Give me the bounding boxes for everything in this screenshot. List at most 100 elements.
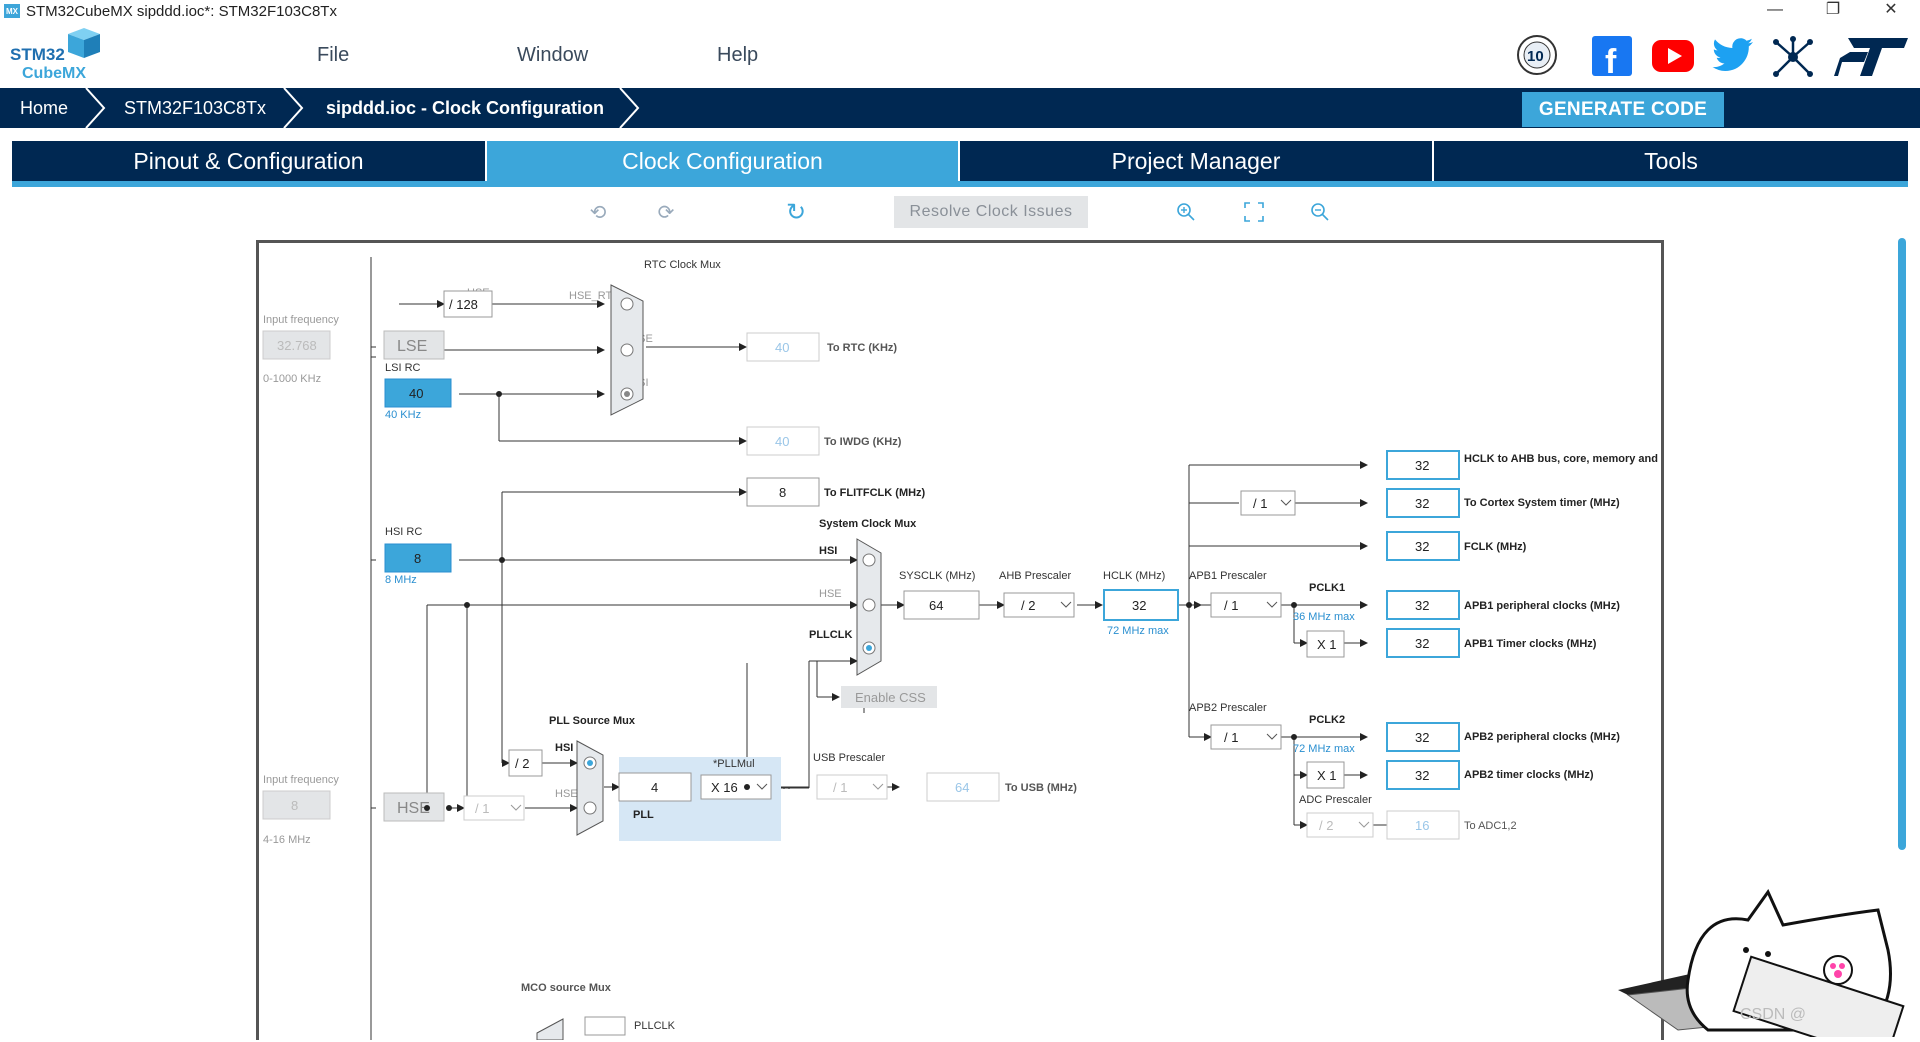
pll-hse-sig: HSE xyxy=(555,788,578,800)
rtc-radio-hse[interactable] xyxy=(620,297,634,311)
menu-help[interactable]: Help xyxy=(717,44,759,66)
lse-range: 0-1000 KHz xyxy=(263,373,321,385)
st-logo-icon[interactable] xyxy=(1834,38,1908,76)
redo-icon[interactable]: ⟳ xyxy=(657,201,675,224)
window-titlebar: MX STM32CubeMX sipddd.ioc*: STM32F103C8T… xyxy=(0,0,1920,22)
sys-pllclk-sig: PLLCLK xyxy=(809,629,852,641)
apb2-timer-mult: X 1 xyxy=(1317,768,1337,783)
usb-prescaler-label: USB Prescaler xyxy=(813,752,885,764)
tab-tools[interactable]: Tools xyxy=(1434,141,1908,181)
usb-to-label: To USB (MHz) xyxy=(1005,782,1077,794)
generate-code-button[interactable]: GENERATE CODE xyxy=(1522,92,1724,127)
apb2-prescaler-value: / 1 xyxy=(1224,730,1238,745)
breadcrumb-current[interactable]: sipddd.ioc - Clock Configuration xyxy=(326,98,604,118)
ahb-prescaler-select[interactable] xyxy=(1003,592,1075,618)
lse-input-freq[interactable]: 32.768 xyxy=(277,338,317,353)
vertical-scrollbar[interactable] xyxy=(1898,238,1906,850)
out-ahb-value: 32 xyxy=(1415,458,1429,473)
mco-pllclk-sig: PLLCLK xyxy=(634,1020,676,1032)
ahb-prescaler-label: AHB Prescaler xyxy=(999,570,1071,582)
zoom-in-icon[interactable] xyxy=(1174,200,1198,224)
breadcrumb-home[interactable]: Home xyxy=(20,98,69,118)
chevron-right-icon xyxy=(85,88,106,128)
sys-radio-hse[interactable] xyxy=(862,598,876,612)
hclk-max: 72 MHz max xyxy=(1107,625,1169,637)
iwdg-value: 40 xyxy=(775,434,789,449)
cortex-prescaler-select[interactable] xyxy=(1240,490,1296,516)
out-apb1-value: 32 xyxy=(1415,598,1429,613)
zoom-out-icon[interactable] xyxy=(1308,200,1332,224)
tab-pinout[interactable]: Pinout & Configuration xyxy=(12,141,485,181)
pll-radio-hse[interactable] xyxy=(583,801,597,815)
iwdg-to-label: To IWDG (KHz) xyxy=(824,436,902,448)
twitter-icon[interactable] xyxy=(1712,38,1754,74)
main-tabs: Pinout & Configuration Clock Configurati… xyxy=(12,141,1908,187)
minimize-button[interactable]: — xyxy=(1767,1,1783,18)
mco-mux-label: MCO source Mux xyxy=(521,982,612,994)
apb1-prescaler-value: / 1 xyxy=(1224,598,1238,613)
window-title: STM32CubeMX sipddd.ioc*: STM32F103C8Tx xyxy=(26,2,337,20)
hse-range: 4-16 MHz xyxy=(263,834,311,846)
pll-input-value: 4 xyxy=(651,780,658,795)
pclk1-label: PCLK1 xyxy=(1309,582,1345,594)
out-fclk-label: FCLK (MHz) xyxy=(1464,541,1527,553)
maximize-button[interactable]: ❐ xyxy=(1825,1,1841,18)
watermark: CSDN @ xyxy=(1740,1006,1807,1023)
flitf-value: 8 xyxy=(779,485,786,500)
pll-hsi-div2: / 2 xyxy=(515,756,529,771)
hclk-label: HCLK (MHz) xyxy=(1103,570,1165,582)
out-cortex-value: 32 xyxy=(1415,496,1429,511)
pll-hsi-sig: HSI xyxy=(555,742,573,754)
fit-screen-icon[interactable] xyxy=(1242,200,1266,224)
apb1-timer-mult: X 1 xyxy=(1317,637,1337,652)
adc-prescaler-select[interactable] xyxy=(1306,812,1374,838)
resolve-clock-issues-button[interactable]: Resolve Clock Issues xyxy=(894,196,1088,228)
ahb-prescaler-value: / 2 xyxy=(1021,598,1035,613)
sys-radio-hsi[interactable] xyxy=(862,553,876,567)
out-cortex-label: To Cortex System timer (MHz) xyxy=(1464,497,1620,509)
rtc-radio-lse[interactable] xyxy=(620,343,634,357)
hclk-input[interactable] xyxy=(1103,589,1179,621)
output-ahb: 32 HCLK to AHB bus, core, memory and DMA… xyxy=(1386,450,1661,480)
hsi-rc-label: HSI RC xyxy=(385,526,422,538)
network-icon[interactable] xyxy=(1772,36,1814,78)
breadcrumb-chip[interactable]: STM32F103C8Tx xyxy=(124,98,267,118)
hse-prescaler-value: / 1 xyxy=(475,801,489,816)
pclk2-max: 72 MHz max xyxy=(1293,743,1355,755)
menu-window[interactable]: Window xyxy=(517,44,589,66)
chevron-right-icon xyxy=(283,88,304,128)
undo-icon[interactable]: ⟲ xyxy=(589,201,607,224)
cortex-prescaler-value: / 1 xyxy=(1253,496,1267,511)
app-icon: MX xyxy=(4,4,20,18)
clock-tree-canvas: Input frequency 32.768 0-1000 KHz LSE LS… xyxy=(256,240,1664,1040)
pll-mux-label: PLL Source Mux xyxy=(549,715,636,727)
rtc-mux-label: RTC Clock Mux xyxy=(644,259,721,271)
hclk-value: 32 xyxy=(1132,598,1146,613)
facebook-icon[interactable]: f xyxy=(1592,36,1632,76)
hse-box[interactable]: HSE xyxy=(397,800,430,817)
anniversary-10-icon[interactable]: 10 xyxy=(1516,34,1558,76)
youtube-icon[interactable] xyxy=(1652,40,1694,72)
hse-input-freq[interactable]: 8 xyxy=(291,798,298,813)
apb2-prescaler-label: APB2 Prescaler xyxy=(1189,702,1267,714)
hsi-unit: 8 MHz xyxy=(385,574,417,586)
out-apb1t-label: APB1 Timer clocks (MHz) xyxy=(1464,638,1597,650)
hse-input-freq-label: Input frequency xyxy=(263,774,339,786)
lse-box[interactable]: LSE xyxy=(397,338,427,355)
tab-project[interactable]: Project Manager xyxy=(960,141,1432,181)
pclk2-label: PCLK2 xyxy=(1309,714,1345,726)
lsi-unit: 40 KHz xyxy=(385,409,421,421)
tab-clock[interactable]: Clock Configuration xyxy=(487,141,958,181)
svg-text:10: 10 xyxy=(1527,48,1544,65)
adc-value: 16 xyxy=(1415,818,1429,833)
usb-value: 64 xyxy=(955,780,969,795)
adc-to-label: To ADC1,2 xyxy=(1464,820,1517,832)
stm32cubemx-logo: STM32 CubeMX xyxy=(10,28,102,84)
enable-css-button[interactable]: Enable CSS xyxy=(855,690,926,705)
menu-file[interactable]: File xyxy=(317,44,350,66)
refresh-icon[interactable]: ↻ xyxy=(785,198,807,226)
out-apb1-label: APB1 peripheral clocks (MHz) xyxy=(1464,600,1620,612)
out-ahb-label: HCLK to AHB bus, core, memory and DMA (M… xyxy=(1464,453,1661,465)
close-button[interactable]: ✕ xyxy=(1884,1,1898,18)
hse-prescaler-select[interactable] xyxy=(463,795,525,821)
